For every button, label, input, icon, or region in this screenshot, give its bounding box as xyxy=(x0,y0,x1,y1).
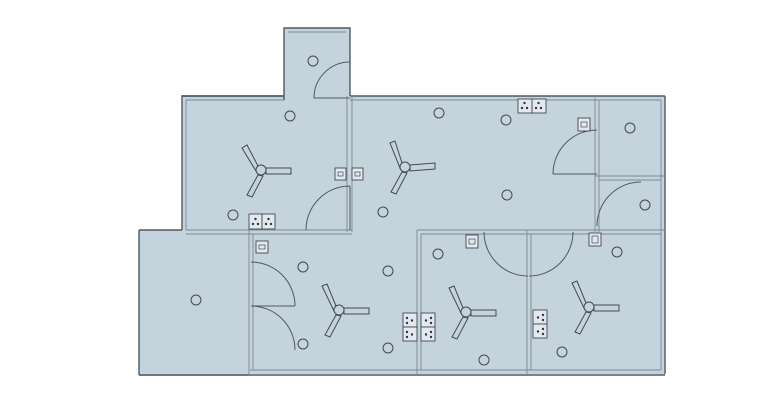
door-bedroom2 xyxy=(483,231,529,277)
light-switch-icon xyxy=(577,117,591,132)
doors xyxy=(250,61,642,351)
living-room xyxy=(139,230,249,376)
light-icon xyxy=(297,338,309,350)
light-icon xyxy=(297,261,309,273)
light-icon xyxy=(478,354,490,366)
door-room1 xyxy=(305,185,351,231)
floor-areas xyxy=(139,28,665,376)
ceiling-fans xyxy=(241,140,620,340)
double-socket-icon xyxy=(420,312,436,342)
light-icon xyxy=(284,110,296,122)
ceiling-fan-icon xyxy=(241,144,292,198)
light-icon xyxy=(500,114,512,126)
light-icon xyxy=(501,189,513,201)
interior-walls xyxy=(186,96,665,375)
ceiling-fan-icon xyxy=(448,285,497,340)
light-icon xyxy=(611,246,623,258)
door-bedroom3 xyxy=(528,231,574,277)
light-icon xyxy=(377,206,389,218)
light-icon xyxy=(190,294,202,306)
sockets xyxy=(248,98,548,342)
light-icon xyxy=(556,346,568,358)
door-porch xyxy=(313,61,351,99)
light-switches xyxy=(255,117,602,254)
outer-walls xyxy=(138,27,666,376)
light-icon xyxy=(307,55,319,67)
double-socket-icon xyxy=(402,312,418,342)
light-icon xyxy=(227,209,239,221)
double-socket-icon xyxy=(532,309,548,339)
light-icon xyxy=(433,107,445,119)
double-socket-icon xyxy=(248,213,276,230)
double-socket-icon xyxy=(517,98,547,114)
ceiling-fan-icon xyxy=(321,283,370,338)
light-switch-icon xyxy=(334,167,347,181)
light-icon xyxy=(382,265,394,277)
ceiling-lights xyxy=(190,55,651,366)
light-switch-icon xyxy=(465,234,479,249)
light-icon xyxy=(432,248,444,260)
light-switch-icon xyxy=(351,167,364,181)
light-icon xyxy=(639,199,651,211)
door-toilet xyxy=(596,181,642,227)
light-switch-icon xyxy=(255,240,269,254)
light-icon xyxy=(382,342,394,354)
door-living-bottom xyxy=(250,305,296,351)
light-switch-icon xyxy=(588,232,602,247)
light-icon xyxy=(624,122,636,134)
ceiling-fan-icon xyxy=(389,140,436,195)
door-living-top xyxy=(250,261,296,307)
ceiling-fan-icon xyxy=(571,280,620,335)
